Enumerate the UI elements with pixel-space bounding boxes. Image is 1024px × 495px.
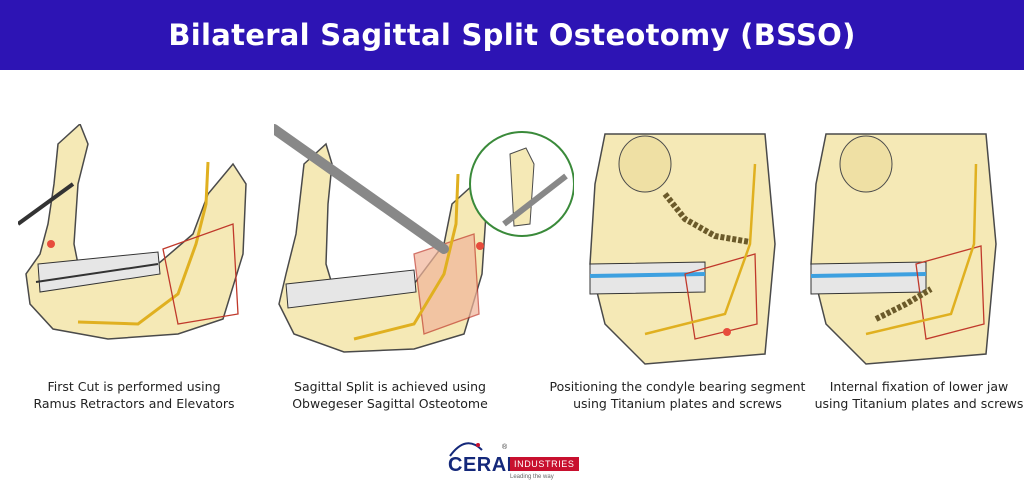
caption-line: First Cut is performed using — [47, 379, 221, 394]
registered-mark: ® — [502, 444, 508, 451]
caption-step-4: Internal fixation of lower jaw using Tit… — [814, 378, 1024, 412]
caption-line: Positioning the condyle bearing segment — [549, 379, 806, 394]
logo-industries-box: INDUSTRIES — [510, 457, 579, 471]
illustration-first-cut — [18, 124, 247, 340]
caption-line: Sagittal Split is achieved using — [294, 379, 486, 394]
caption-line: Internal fixation of lower jaw — [829, 379, 1009, 394]
logo-tagline: Leading the way — [510, 474, 554, 480]
caption-step-3: Positioning the condyle bearing segment … — [545, 378, 810, 412]
logo-swoosh-icon — [449, 442, 483, 457]
caption-step-2: Sagittal Split is achieved using Obweges… — [280, 378, 500, 412]
company-logo: ® CERAHI INDUSTRIES Leading the way — [448, 438, 588, 488]
illustration-condyle-positioning — [589, 133, 776, 365]
caption-step-1: First Cut is performed using Ramus Retra… — [18, 378, 250, 412]
caption-line: using Titanium plates and screws — [814, 396, 1024, 411]
caption-line: Obwegeser Sagittal Osteotome — [292, 396, 488, 411]
title-banner: Bilateral Sagittal Split Osteotomy (BSSO… — [0, 0, 1024, 70]
caption-line: Ramus Retractors and Elevators — [33, 396, 235, 411]
illustration-sagittal-split — [274, 124, 574, 353]
illustration-internal-fixation — [810, 133, 997, 365]
page-title: Bilateral Sagittal Split Osteotomy (BSSO… — [168, 18, 856, 52]
logo-name: CERAHI — [448, 454, 528, 476]
caption-line: using Titanium plates and screws — [573, 396, 782, 411]
